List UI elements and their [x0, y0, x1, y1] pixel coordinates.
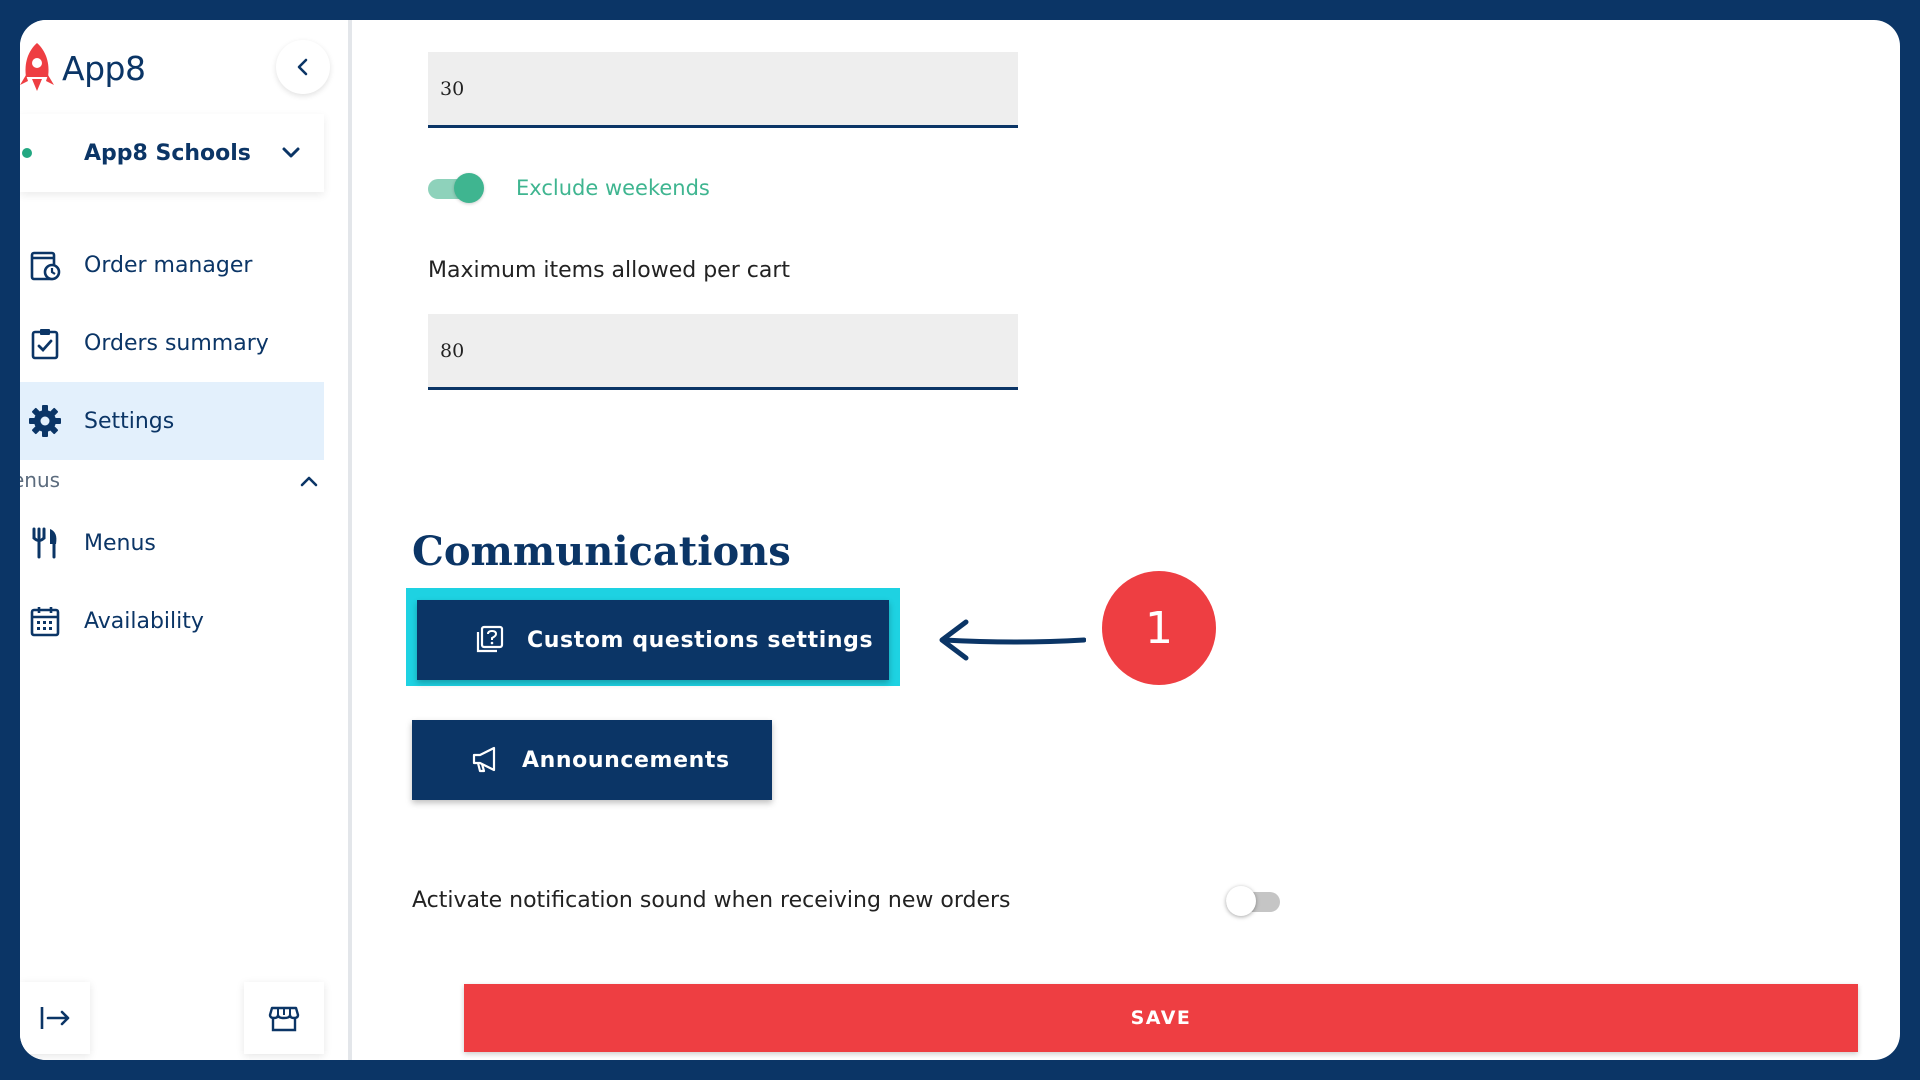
toggle-knob	[1226, 886, 1256, 916]
exclude-weekends-row: Exclude weekends	[428, 168, 710, 208]
custom-questions-label: Custom questions settings	[527, 627, 874, 653]
chevron-down-icon	[282, 147, 300, 158]
megaphone-icon	[472, 746, 496, 773]
settings-content: Exclude weekends Maximum items allowed p…	[356, 20, 1900, 1060]
announcements-button[interactable]: Announcements	[412, 720, 772, 800]
sidebar-item-label: Availability	[84, 608, 204, 634]
notification-sound-row: Activate notification sound when receivi…	[412, 882, 1312, 922]
logout-button[interactable]	[20, 982, 90, 1054]
max-items-label: Maximum items allowed per cart	[428, 258, 790, 283]
logout-icon	[40, 1007, 70, 1029]
communications-heading: Communications	[412, 528, 791, 575]
max-items-input[interactable]	[440, 340, 1000, 362]
question-box-icon	[476, 625, 504, 653]
chevron-left-icon	[297, 58, 308, 76]
sidebar-item-label: Orders summary	[84, 330, 269, 356]
store-icon	[268, 1006, 300, 1032]
custom-questions-settings-button[interactable]: Custom questions settings	[417, 600, 889, 680]
sidebar-item-menus[interactable]: Menus	[20, 504, 324, 582]
save-button[interactable]: SAVE	[464, 984, 1858, 1052]
sidebar-item-label: Menus	[84, 530, 156, 556]
annotation-arrow-icon	[939, 619, 1086, 661]
clipboard-check-icon	[28, 326, 62, 360]
exclude-weekends-toggle[interactable]	[428, 173, 484, 203]
app-name: App8	[62, 48, 146, 88]
exclude-weekends-label: Exclude weekends	[516, 176, 710, 200]
gear-icon	[28, 404, 62, 438]
app-window: App8 App8 Schools Order ma	[20, 20, 1900, 1060]
toggle-knob	[454, 173, 484, 203]
days-input[interactable]	[440, 78, 1000, 100]
days-field[interactable]	[428, 52, 1018, 128]
announcements-label: Announcements	[522, 747, 730, 773]
sidebar: App8 App8 Schools Order ma	[20, 20, 352, 1060]
calendar-icon	[28, 604, 62, 638]
org-name: App8 Schools	[84, 140, 251, 166]
sidebar-item-availability[interactable]: Availability	[20, 582, 324, 660]
app-logo[interactable]: App8	[20, 38, 146, 98]
step-number: 1	[1145, 602, 1173, 654]
org-status-dot	[22, 148, 32, 158]
notification-sound-toggle[interactable]	[1226, 886, 1282, 916]
sidebar-item-orders-summary[interactable]: Orders summary	[20, 304, 324, 382]
chevron-up-icon	[300, 476, 318, 487]
sidebar-item-order-manager[interactable]: Order manager	[20, 226, 324, 304]
order-manager-icon	[28, 248, 62, 282]
max-items-field[interactable]	[428, 314, 1018, 390]
sidebar-item-settings[interactable]: Settings	[20, 382, 324, 460]
rocket-logo-icon	[20, 43, 54, 91]
org-selector[interactable]: App8 Schools	[20, 114, 324, 192]
sidebar-item-label: Settings	[84, 408, 175, 434]
sidebar-item-label: Order manager	[84, 252, 253, 278]
save-label: SAVE	[1130, 1007, 1192, 1029]
store-button[interactable]	[244, 982, 324, 1054]
section-label: enus	[20, 468, 61, 492]
cutlery-icon	[28, 526, 62, 560]
collapse-sidebar-button[interactable]	[276, 40, 330, 94]
menus-section-header[interactable]: enus	[20, 460, 324, 500]
notification-sound-label: Activate notification sound when receivi…	[412, 888, 1011, 913]
step-badge: 1	[1102, 571, 1216, 685]
